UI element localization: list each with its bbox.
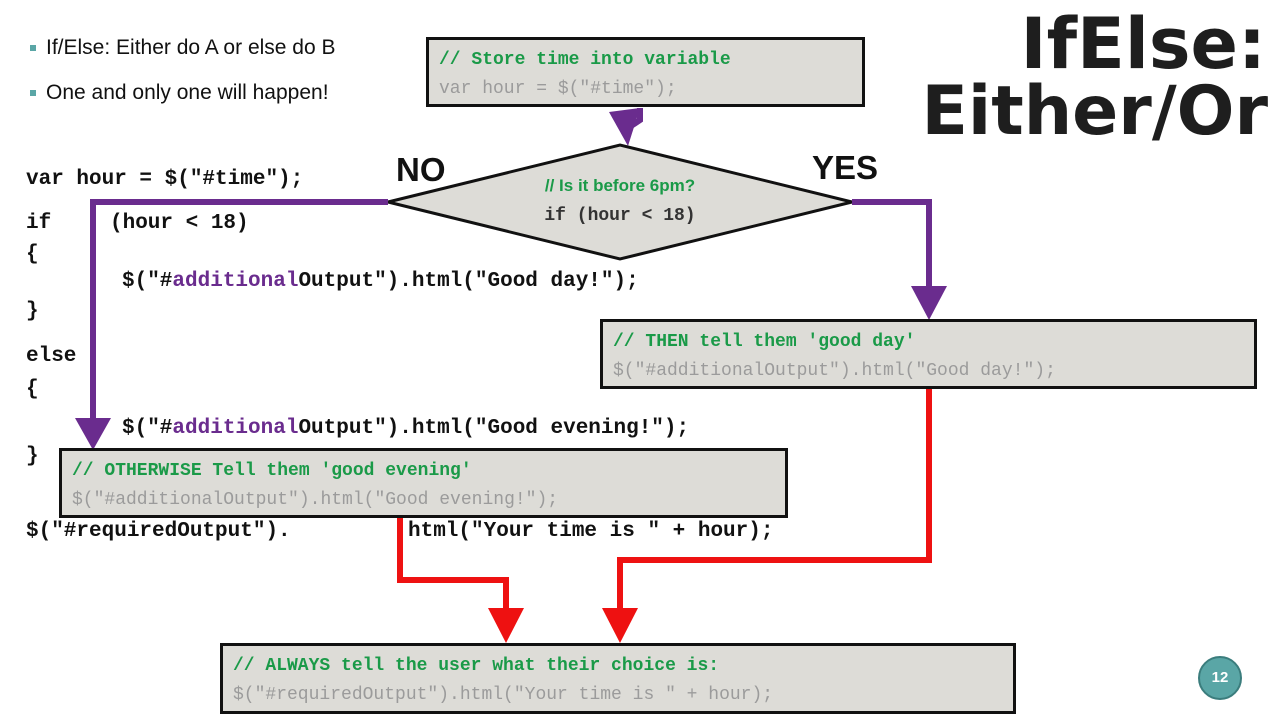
then-good-day-comment: // THEN tell them 'good day' [613,332,916,352]
decision-comment: // Is it before 6pm? [544,176,696,195]
code-required-output-b: html("Your time is " + hour); [408,520,774,543]
bullet-1: If/Else: Either do A or else do B [30,36,336,60]
otherwise-good-evening-code: $("#additionalOutput").html("Good evenin… [72,490,559,510]
code-var-hour: var hour = $("#time"); [26,168,304,191]
code-if-condition: (hour < 18) [110,212,249,235]
no-branch-arrow [90,199,388,432]
code-close-brace-2: } [26,445,39,468]
no-branch-arrowhead [75,418,111,450]
decision-code: if (hour < 18) [544,206,696,226]
code-open-brace-1: { [26,243,39,266]
code-required-output-a: $("#requiredOutput"). [26,520,291,543]
code-good-day-statement: $("#additionalOutput").html("Good day!")… [122,270,639,293]
then-merge-arrow [617,388,932,620]
yes-branch-arrow [852,199,932,298]
then-good-day-box: // THEN tell them 'good day' $("#additio… [600,319,1257,389]
otherwise-merge-arrowhead [488,608,524,643]
always-required-output-box: // ALWAYS tell the user what their choic… [220,643,1016,714]
otherwise-merge-arrow [397,518,509,620]
store-time-code: var hour = $("#time"); [439,79,677,99]
code-good-evening-statement: $("#additionalOutput").html("Good evenin… [122,417,690,440]
otherwise-good-evening-comment: // OTHERWISE Tell them 'good evening' [72,461,472,481]
no-label: NO [396,151,446,188]
slide-title-line1: IfElse: [1020,3,1266,85]
yes-branch-arrowhead [911,286,947,320]
code-open-brace-2: { [26,378,39,401]
then-good-day-code: $("#additionalOutput").html("Good day!")… [613,361,1056,381]
code-else-keyword: else [26,345,77,368]
store-time-comment: // Store time into variable [439,50,731,70]
otherwise-good-evening-box: // OTHERWISE Tell them 'good evening' $(… [59,448,788,518]
then-merge-arrowhead [602,608,638,643]
code-if-keyword: if [26,212,52,235]
yes-label: YES [812,149,879,186]
bullet-2: One and only one will happen! [30,81,329,105]
page-number-badge: 12 [1198,656,1242,700]
bullet-square-icon [30,90,36,96]
slide-title-line2: Either/Or [921,72,1268,151]
code-close-brace-1: } [26,300,39,323]
store-to-decision-arrowhead [609,108,640,146]
always-required-output-comment: // ALWAYS tell the user what their choic… [233,656,720,676]
decision-diamond [387,143,853,261]
always-required-output-code: $("#requiredOutput").html("Your time is … [233,685,774,705]
store-time-box: // Store time into variable var hour = $… [426,37,865,107]
bullet-square-icon [30,45,36,51]
